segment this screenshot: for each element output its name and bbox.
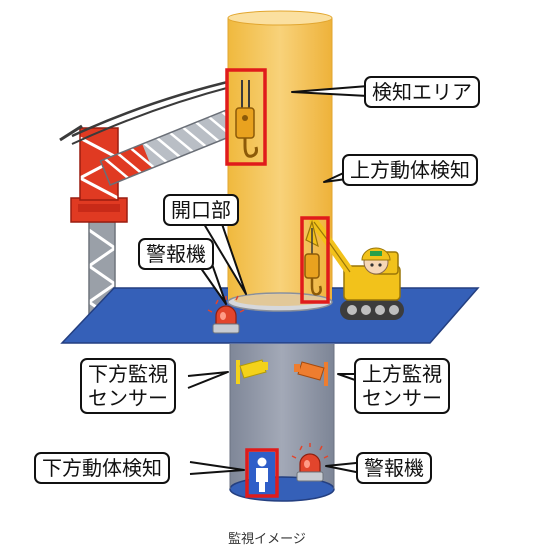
crane-boom — [99, 102, 254, 186]
figure-caption: 監視イメージ — [228, 532, 306, 547]
crane-hook-icon — [235, 80, 258, 158]
upper-motion-detection-label: 上方動体検知 — [342, 154, 478, 186]
crane-hook-icon — [304, 228, 322, 296]
lower-motion-detection-box — [245, 448, 279, 498]
alarm-lamp-icon — [291, 443, 329, 482]
security-camera-icon — [294, 361, 328, 386]
upper-motion-detection-box-hook — [225, 68, 267, 166]
detection-area-label: 検知エリア — [364, 76, 480, 108]
alarm-bottom-label: 警報機 — [356, 452, 432, 484]
opening-label: 開口部 — [163, 194, 239, 226]
alarm-top-label: 警報機 — [138, 238, 214, 270]
worker-icon — [361, 247, 391, 275]
upper-camera-label: 上方監視 センサー — [354, 358, 450, 414]
upper-motion-detection-box-excavator — [300, 216, 330, 304]
monitoring-diagram — [59, 10, 480, 502]
security-camera-icon — [236, 359, 268, 384]
alarm-lamp-icon — [207, 295, 245, 334]
person-icon — [249, 452, 275, 494]
crane-icon — [59, 78, 254, 341]
lower-camera-label: 下方監視 センサー — [80, 358, 176, 414]
lower-motion-detection-label: 下方動体検知 — [34, 452, 170, 484]
